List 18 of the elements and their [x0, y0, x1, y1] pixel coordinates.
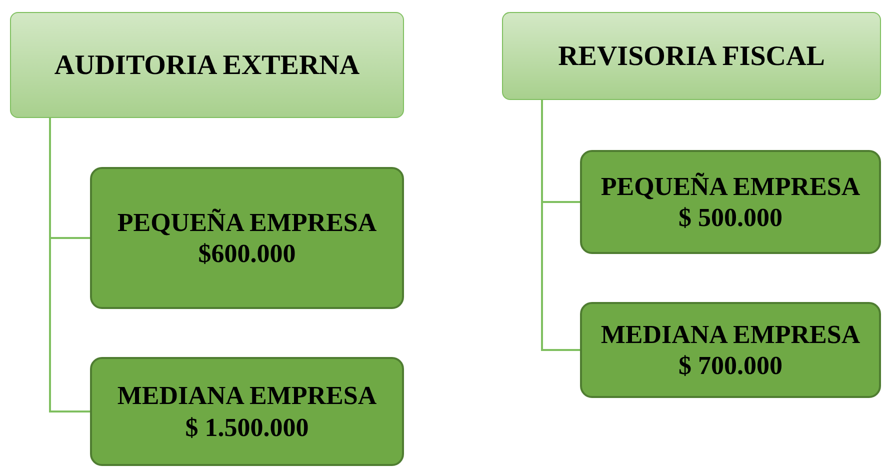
fee-box	[90, 357, 404, 466]
company-size-label: PEQUEÑA EMPRESA	[116, 208, 378, 236]
fee-amount: $ 1.500.000	[184, 414, 310, 441]
fee-box	[580, 302, 881, 398]
category-title: AUDITORIA EXTERNA	[53, 48, 361, 82]
fee-box	[90, 167, 404, 309]
company-size-label: MEDIANA EMPRESA	[116, 382, 378, 410]
fee-amount: $ 500.000	[678, 204, 784, 232]
fee-amount: $ 700.000	[678, 352, 784, 380]
fee-amount: $600.000	[197, 240, 297, 268]
company-size-label: MEDIANA EMPRESA	[600, 320, 862, 348]
category-box	[10, 12, 404, 118]
category-title: REVISORIA FISCAL	[557, 40, 826, 74]
company-size-label: PEQUEÑA EMPRESA	[600, 172, 862, 200]
category-box	[502, 12, 881, 100]
fee-box	[580, 150, 881, 254]
connector-line	[541, 100, 580, 351]
connector-line	[49, 118, 90, 412]
